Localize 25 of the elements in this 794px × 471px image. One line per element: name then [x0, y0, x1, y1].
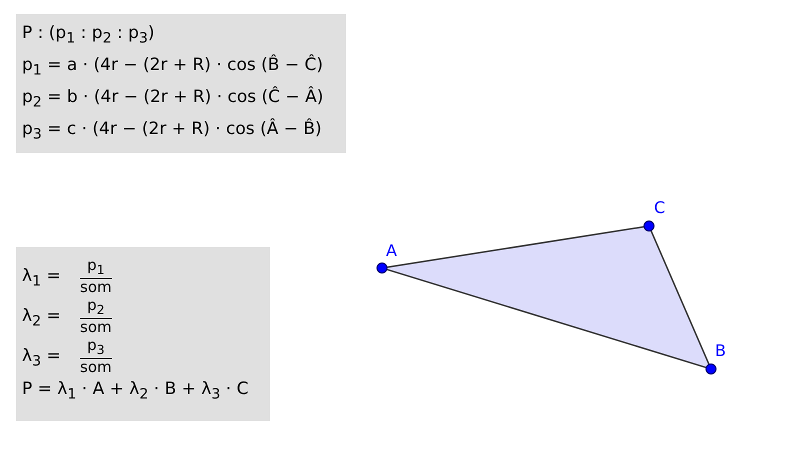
formula-lhs: λ$_{3}$ =	[22, 346, 61, 372]
fraction-numerator: p$_{2}$	[80, 297, 112, 319]
fraction-denominator: som	[80, 279, 112, 296]
vertex-label: A	[386, 242, 397, 260]
vertex-label: C	[654, 199, 666, 217]
formula-line: P : (p$_{1}$ : p$_{2}$ : p$_{3}$)	[22, 23, 155, 48]
fraction-numerator: p$_{1}$	[80, 257, 112, 279]
point-dot	[706, 364, 716, 374]
triangle-side	[650, 230, 710, 365]
point-dot	[644, 220, 654, 232]
triangle-side	[386, 268, 706, 368]
vertex-label: B	[715, 342, 726, 360]
formula-panel	[16, 247, 270, 421]
formula-line: p$_{3}$ = c · (4r − (2r + R) · cos (Â − B̂)	[22, 119, 322, 144]
point-dot	[376, 262, 388, 274]
fraction-denominator: som	[80, 359, 112, 376]
formula-line: p$_{2}$ = b · (4r − (2r + R) · cos (Ĉ − Â)	[22, 87, 324, 112]
fraction-denominator: som	[80, 319, 112, 336]
formula-lhs: λ$_{2}$ =	[22, 306, 61, 332]
triangle-side	[386, 226, 644, 268]
formula-panel	[16, 14, 346, 153]
formula-line: P = λ$_{1}$ · A + λ$_{2}$ · B + λ$_{3}$ · C	[22, 379, 248, 404]
formula-lhs: λ$_{1}$ =	[22, 266, 61, 292]
fraction-numerator: p$_{3}$	[80, 337, 112, 359]
formula-line: p$_{1}$ = a · (4r − (2r + R) · cos (B̂ − Ĉ)	[22, 55, 323, 80]
